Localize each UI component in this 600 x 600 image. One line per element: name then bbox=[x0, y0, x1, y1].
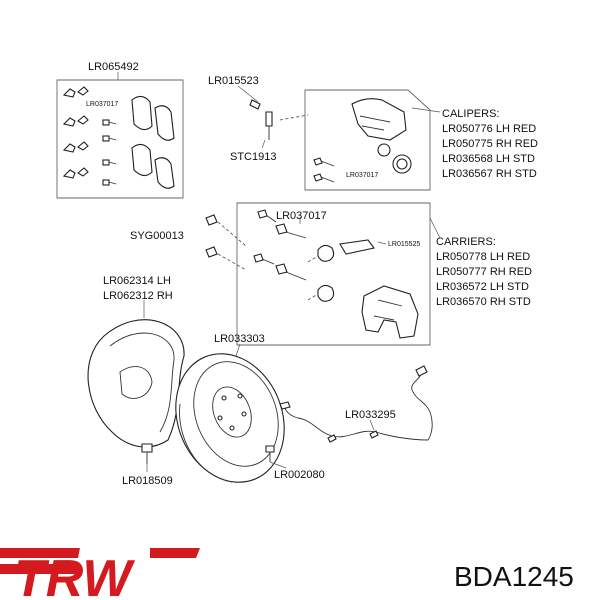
wear-sensor-cable bbox=[279, 365, 433, 443]
label-lr002080: LR002080 bbox=[274, 469, 325, 481]
label-lr033303: LR033303 bbox=[214, 333, 265, 345]
carrier-group: LR015525 bbox=[205, 202, 441, 346]
label-lr062314: LR062314 LH bbox=[103, 275, 171, 287]
label-carriers-1: LR050778 LH RED bbox=[436, 251, 530, 263]
brake-pads bbox=[131, 95, 175, 189]
brake-disc bbox=[175, 343, 285, 483]
caliper-group: LR037017 bbox=[304, 89, 441, 191]
label-lr065492: LR065492 bbox=[88, 61, 139, 73]
label-carriers-2: LR050777 RH RED bbox=[436, 266, 532, 278]
pad-bolts bbox=[102, 119, 117, 186]
brand-logo-text: TRW bbox=[14, 550, 135, 600]
label-calipers-4: LR036567 RH STD bbox=[442, 168, 537, 180]
label-carriers-3: LR036572 LH STD bbox=[436, 281, 529, 293]
caliper-body bbox=[351, 98, 407, 141]
piston-seal bbox=[377, 143, 391, 157]
label-lr015523: LR015523 bbox=[208, 75, 259, 87]
label-carriers-title: CARRIERS: bbox=[436, 236, 496, 248]
boot-upper bbox=[317, 244, 335, 262]
label-lr037017-a: LR037017 bbox=[86, 101, 118, 108]
label-calipers-3: LR036568 LH STD bbox=[442, 153, 535, 165]
bleed-screw bbox=[237, 85, 309, 149]
pad-clips bbox=[62, 86, 89, 179]
dust-shield bbox=[87, 300, 185, 448]
bolt-syg00013-a bbox=[205, 214, 218, 226]
bolt-syg00013-b bbox=[205, 246, 218, 258]
label-lr015525: LR015525 bbox=[388, 241, 420, 248]
trw-logo: TRW bbox=[0, 548, 200, 600]
label-lr037017-b: LR037017 bbox=[346, 172, 378, 179]
label-syg00013: SYG00013 bbox=[130, 230, 184, 242]
label-lr062312: LR062312 RH bbox=[103, 290, 173, 302]
pad-kit-group: LR037017 bbox=[56, 72, 184, 199]
screw-lr002080 bbox=[265, 445, 287, 469]
label-lr018509: LR018509 bbox=[122, 475, 173, 487]
carrier-box bbox=[236, 202, 431, 346]
label-carriers-4: LR036570 RH STD bbox=[436, 296, 531, 308]
label-calipers-2: LR050775 RH RED bbox=[442, 138, 538, 150]
label-stc1913: STC1913 bbox=[230, 151, 276, 163]
screw-lr018509 bbox=[141, 443, 153, 472]
caliper-box bbox=[304, 89, 431, 191]
part-number: BDA1245 bbox=[454, 561, 574, 592]
pad-kit-box bbox=[56, 79, 184, 199]
label-calipers-title: CALIPERS: bbox=[442, 108, 499, 120]
label-lr033295: LR033295 bbox=[345, 409, 396, 421]
label-calipers-1: LR050776 LH RED bbox=[442, 123, 536, 135]
boot-lower bbox=[317, 284, 335, 302]
label-lr037017: LR037017 bbox=[276, 210, 327, 222]
caliper-carrier bbox=[361, 285, 419, 339]
wear-sensor-lr015525 bbox=[339, 239, 375, 255]
